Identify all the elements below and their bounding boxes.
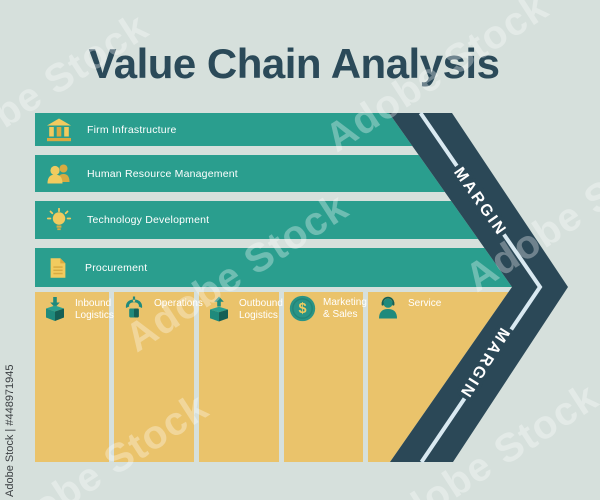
support-activity-row-technology: Technology Development	[46, 201, 209, 239]
support-activity-label: Human Resource Management	[87, 167, 238, 180]
primary-activity-label: Operations	[154, 298, 203, 309]
page-title: Value Chain Analysis	[88, 40, 500, 87]
primary-activity-label: Outbound Logistics	[239, 298, 283, 321]
dollar-coin-icon: $	[289, 295, 316, 322]
primary-activity-column-1	[35, 292, 109, 462]
support-activity-row-firm-infrastructure: Firm Infrastructure	[46, 113, 177, 146]
lightbulb-icon	[46, 208, 72, 231]
support-activity-label: Procurement	[85, 261, 148, 274]
claw-icon	[125, 296, 143, 318]
margin-arrow-band	[389, 113, 568, 462]
dollar-glyph: $	[298, 301, 306, 317]
primary-activity-head-inbound: Inbound Logistics	[42, 296, 114, 322]
support-activity-row-hrm: Human Resource Management	[46, 155, 238, 192]
support-activity-bar-3	[35, 201, 512, 239]
primary-activity-head-marketing: $ Marketing & Sales	[289, 295, 367, 322]
stock-credit: Adobe Stock | #448971945	[4, 364, 16, 497]
primary-activity-label: Inbound Logistics	[75, 298, 114, 321]
primary-activity-column-3	[199, 292, 279, 462]
bank-icon	[47, 118, 71, 141]
inbound-box-icon	[46, 297, 64, 321]
support-activity-row-procurement: Procurement	[46, 248, 147, 287]
support-activity-bar-4	[35, 248, 512, 287]
margin-centerline	[418, 111, 543, 464]
primary-activity-column-4	[284, 292, 363, 462]
support-activity-label: Firm Infrastructure	[87, 123, 177, 136]
primary-activity-head-service: Service	[375, 296, 455, 322]
primary-activity-column-2	[114, 292, 194, 462]
support-activity-label: Technology Development	[87, 214, 210, 226]
service-person-icon	[379, 296, 397, 319]
primary-activity-label: Marketing & Sales	[323, 297, 367, 320]
document-icon	[50, 257, 66, 278]
primary-activity-label: Service	[408, 298, 442, 309]
people-icon	[47, 164, 70, 183]
primary-activity-head-outbound: Outbound Logistics	[206, 296, 283, 322]
outbound-box-icon	[210, 296, 228, 322]
primary-activity-head-operations: Operations	[121, 296, 203, 322]
